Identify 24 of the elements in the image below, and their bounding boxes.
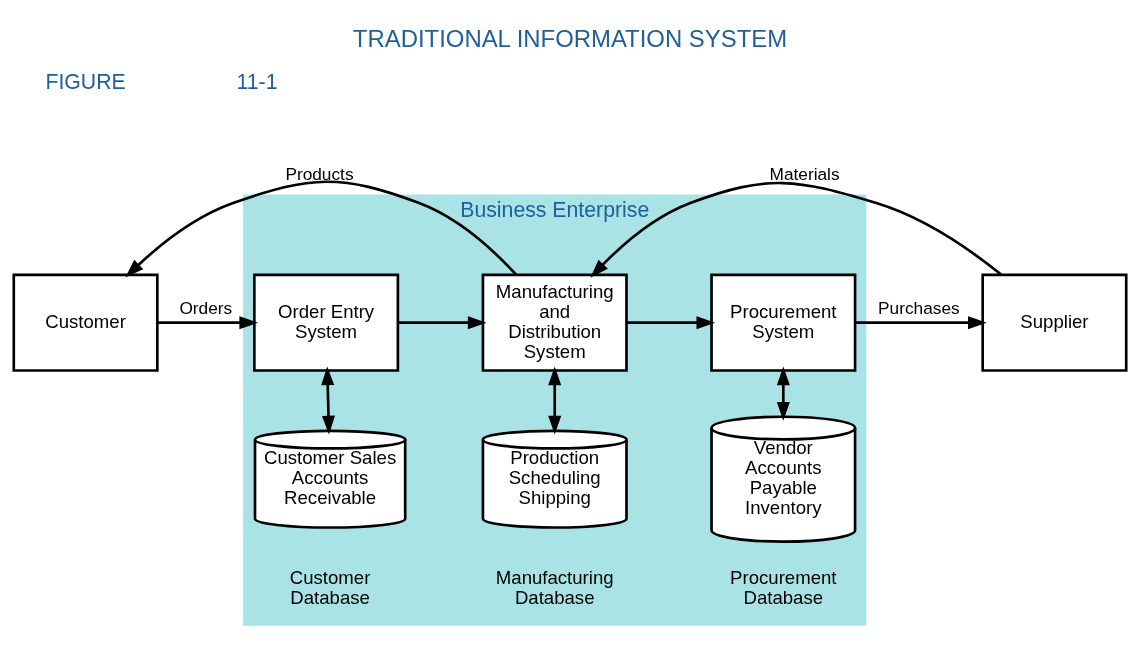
arrow <box>776 366 790 421</box>
arrow <box>548 366 562 434</box>
arrow <box>855 315 987 329</box>
arrow <box>626 315 716 329</box>
edge-label: Purchases <box>878 297 960 318</box>
node-box: Procurement System <box>710 273 857 372</box>
node-label: Customer Database <box>289 566 371 608</box>
node-box: Customer <box>12 273 159 372</box>
arrow <box>398 315 487 329</box>
node-box: Supplier <box>981 273 1128 372</box>
edge-label: Orders <box>179 297 233 318</box>
label: 11-1 <box>236 69 278 93</box>
node-label: Manufacturing Database <box>495 566 614 608</box>
arrow <box>321 366 335 434</box>
arrow <box>157 315 258 329</box>
edge-label: Materials <box>769 163 840 184</box>
arrow <box>125 179 518 277</box>
node-box: Manufacturing and Distribution System <box>481 273 628 372</box>
label: FIGURE <box>45 69 126 93</box>
edge-label: Products <box>285 163 354 184</box>
node-box: Order Entry System <box>253 273 400 372</box>
diagram-title: TRADITIONAL INFORMATION SYSTEM <box>352 24 788 52</box>
node-label: Procurement Database <box>730 566 837 608</box>
arrow <box>590 181 1002 278</box>
